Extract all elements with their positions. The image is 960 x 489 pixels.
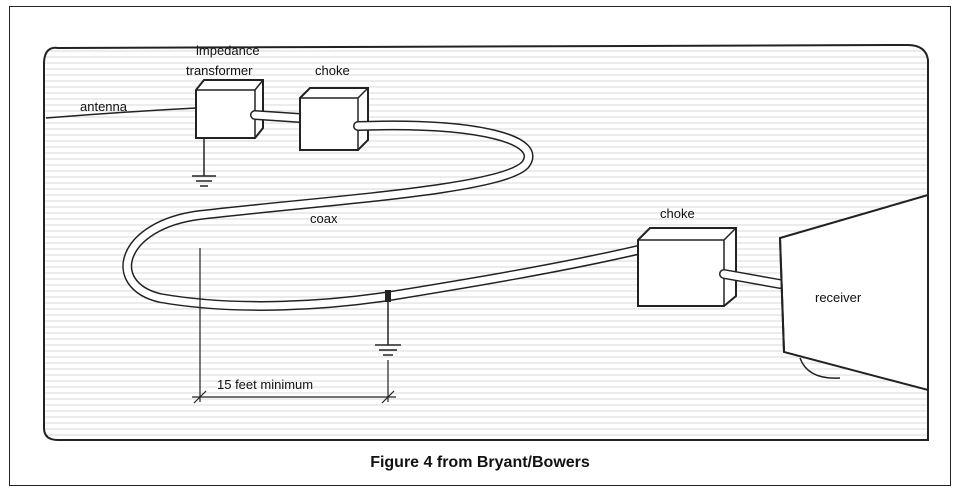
coax-ground-icon <box>375 290 401 356</box>
transformer-ground-icon <box>192 138 216 187</box>
choke-top-label: choke <box>315 63 350 78</box>
coax-label: coax <box>310 211 338 226</box>
choke-right-box <box>637 227 737 307</box>
receiver-box <box>778 193 929 392</box>
antenna-wire <box>45 107 197 119</box>
transformer-label: transformer <box>186 63 253 78</box>
distance-label: 15 feet minimum <box>217 377 313 392</box>
impedance-label: impedance <box>196 43 260 58</box>
figure-caption: Figure 4 from Bryant/Bowers <box>370 454 590 471</box>
ground-plane <box>43 43 929 441</box>
choke-right-label: choke <box>660 206 695 221</box>
receiver-label: receiver <box>815 290 862 305</box>
antenna-label: antenna <box>80 99 128 114</box>
distance-dimension <box>192 248 396 404</box>
impedance-transformer-box <box>195 79 264 139</box>
choke-top-box <box>299 87 369 151</box>
